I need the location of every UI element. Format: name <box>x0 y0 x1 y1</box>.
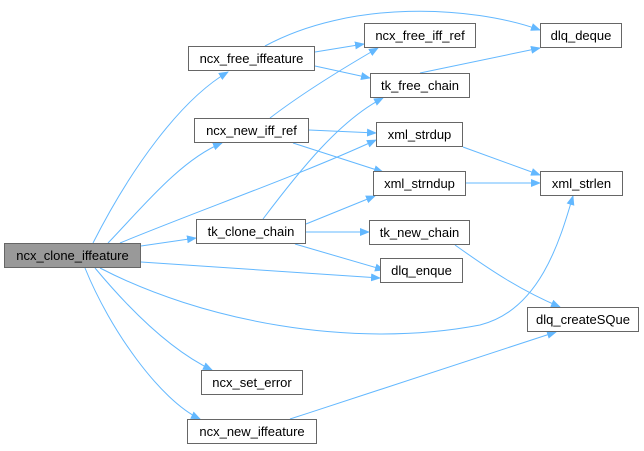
edge-tk-new-chain-to-dlq-createsque <box>454 244 561 308</box>
node-xml-strndup[interactable]: xml_strndup <box>373 171 466 196</box>
node-tk-new-chain[interactable]: tk_new_chain <box>369 220 470 245</box>
edge-tk-clone-chain-to-dlq-enque <box>294 243 385 272</box>
node-ncx-new-iffeature[interactable]: ncx_new_iffeature <box>187 419 317 444</box>
edge-clone-to-free-iffeature <box>92 71 229 244</box>
edge-xml-strdup-to-xml-strlen <box>462 146 541 176</box>
edge-clone-to-tk-clone-chain <box>140 235 197 247</box>
node-ncx-free-iff-ref[interactable]: ncx_free_iff_ref <box>364 23 476 48</box>
edge-tk-free-chain-to-dlq-deque <box>419 45 541 74</box>
node-ncx-set-error[interactable]: ncx_set_error <box>201 370 303 395</box>
edge-clone-to-xml-strdup <box>119 139 377 244</box>
edge-tk-clone-chain-to-xml-strndup <box>305 195 376 225</box>
node-tk-free-chain[interactable]: tk_free_chain <box>370 73 470 98</box>
edge-new-iff-ref-to-xml-strdup <box>308 128 377 137</box>
edge-clone-to-new-iff-ref <box>107 142 223 244</box>
node-xml-strdup[interactable]: xml_strdup <box>376 122 463 147</box>
edge-new-iff-ref-to-free-iff-ref <box>269 47 379 119</box>
edge-new-iff-ref-to-xml-strndup <box>292 142 384 174</box>
edge-clone-to-xml-strlen <box>99 195 575 335</box>
edge-free-iffeature-to-tk-free-chain <box>314 65 371 80</box>
edge-free-iffeature-to-free-iff-ref <box>314 41 365 53</box>
edge-clone-to-new-iffeature <box>84 267 201 420</box>
node-dlq-enque[interactable]: dlq_enque <box>380 258 463 283</box>
edge-clone-to-dlq-enque <box>140 261 381 282</box>
edge-clone-to-set-error <box>94 267 213 371</box>
edge-free-iffeature-to-dlq-deque <box>264 10 541 47</box>
node-dlq-deque[interactable]: dlq_deque <box>540 23 622 48</box>
edge-tk-clone-chain-to-tk-free-chain <box>262 97 384 220</box>
node-ncx-new-iff-ref[interactable]: ncx_new_iff_ref <box>194 118 309 143</box>
node-tk-clone-chain[interactable]: tk_clone_chain <box>196 219 306 244</box>
node-ncx-clone-iffeature: ncx_clone_iffeature <box>4 243 141 268</box>
node-dlq-createsque[interactable]: dlq_createSQue <box>527 307 639 332</box>
node-xml-strlen[interactable]: xml_strlen <box>540 171 623 196</box>
edge-new-iffeature-to-dlq-createsque <box>289 330 557 420</box>
node-ncx-free-iffeature[interactable]: ncx_free_iffeature <box>188 46 315 71</box>
